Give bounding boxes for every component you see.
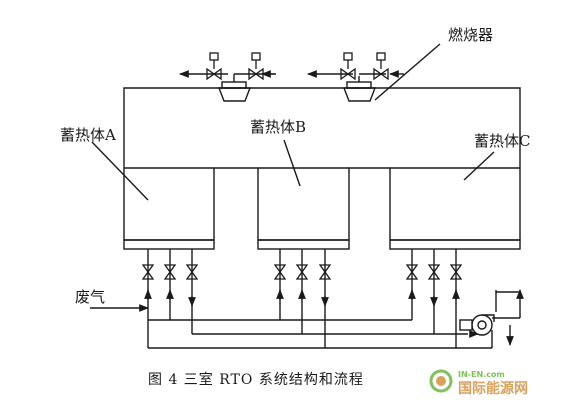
pointer-chamber-b: [283, 139, 301, 187]
chamber-b-label: 蓄热体B: [250, 118, 306, 136]
valve-icon: [248, 67, 264, 81]
valve-icon: [295, 264, 309, 280]
watermark-logo: IN-EN.com 国际能源网: [429, 369, 528, 397]
chamber-c-plenum: [389, 239, 521, 250]
chamber-c-label: 蓄热体C: [474, 132, 530, 150]
waste-gas-label: 废气: [75, 288, 105, 306]
valve-icon: [340, 67, 356, 81]
valve-actuator: [343, 52, 353, 61]
valve-icon: [141, 264, 155, 280]
valve-icon: [373, 67, 389, 81]
valve-icon: [163, 264, 177, 280]
pointer-chamber-c: [463, 151, 495, 181]
valve-actuator: [209, 52, 219, 61]
valve-icon: [273, 264, 287, 280]
valve-icon: [206, 67, 222, 81]
pointer-chamber-a: [91, 141, 149, 201]
chamber-b-plenum: [257, 239, 350, 250]
chamber-a-label: 蓄热体A: [60, 126, 116, 144]
valve-icon: [405, 264, 419, 280]
valve-actuator: [376, 52, 386, 61]
burner-icon: [342, 76, 377, 102]
valve-icon: [449, 264, 463, 280]
valve-icon: [318, 264, 332, 280]
valve-icon: [427, 264, 441, 280]
burner-icon: [217, 74, 252, 102]
pointer-burner: [374, 43, 441, 101]
figure-caption: 图 4 三室 RTO 系统结构和流程: [148, 371, 364, 388]
valve-icon: [185, 264, 199, 280]
fan-icon: [459, 314, 495, 336]
chamber-a-plenum: [123, 239, 215, 250]
watermark-name: 国际能源网: [458, 380, 528, 397]
burner-label: 燃烧器: [448, 26, 493, 44]
watermark-url: IN-EN.com: [458, 370, 505, 379]
valve-actuator: [251, 52, 261, 61]
rto-body-outline: [123, 87, 521, 241]
